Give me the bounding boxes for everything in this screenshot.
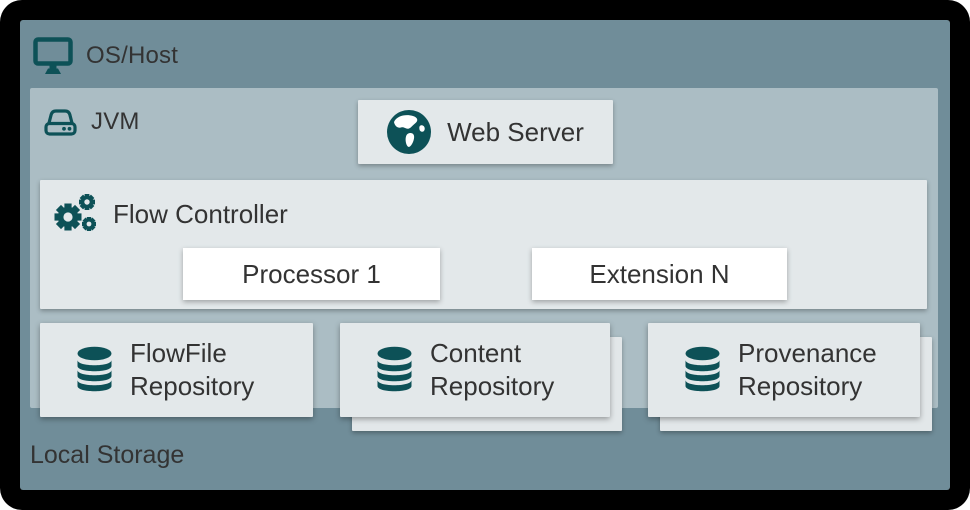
web-server-box: Web Server [358, 100, 613, 164]
flow-controller-label: Flow Controller [113, 199, 288, 229]
hard-drive-icon [44, 109, 77, 136]
provenance-repository-card: Provenance Repository [648, 323, 920, 417]
provenance-repository: Provenance Repository [648, 323, 932, 431]
os-host-label: OS/Host [86, 42, 179, 69]
flowfile-repository-card: FlowFile Repository [40, 323, 313, 417]
extension-label: Extension N [589, 258, 730, 289]
os-host-header: OS/Host [33, 37, 178, 75]
gears-icon [54, 194, 96, 231]
flowfile-repository-label: FlowFile Repository [130, 338, 255, 401]
jvm-label: JVM [91, 107, 140, 135]
content-repository: Content Repository [340, 323, 622, 431]
provenance-repository-label: Provenance Repository [738, 338, 877, 401]
jvm-layer: JVM Web Server [30, 88, 938, 431]
monitor-icon [33, 37, 73, 74]
content-repository-card: Content Repository [340, 323, 610, 417]
os-host-layer: OS/Host JVM Web Server [20, 20, 950, 490]
globe-icon [387, 110, 432, 154]
local-storage-label: Local Storage [30, 441, 185, 469]
processor-box: Processor 1 [183, 248, 440, 300]
database-icon [685, 346, 720, 392]
web-server-label: Web Server [447, 116, 584, 147]
database-icon [377, 346, 412, 392]
database-icon [77, 346, 112, 392]
flowfile-repository: FlowFile Repository [40, 323, 313, 417]
extension-box: Extension N [532, 248, 787, 300]
content-repository-label: Content Repository [430, 338, 555, 401]
flow-controller-header: Flow Controller [52, 193, 288, 236]
jvm-header: JVM [44, 106, 140, 137]
processor-label: Processor 1 [242, 258, 381, 289]
flow-controller-box: Flow Controller Processor 1 Extension N [40, 180, 927, 309]
